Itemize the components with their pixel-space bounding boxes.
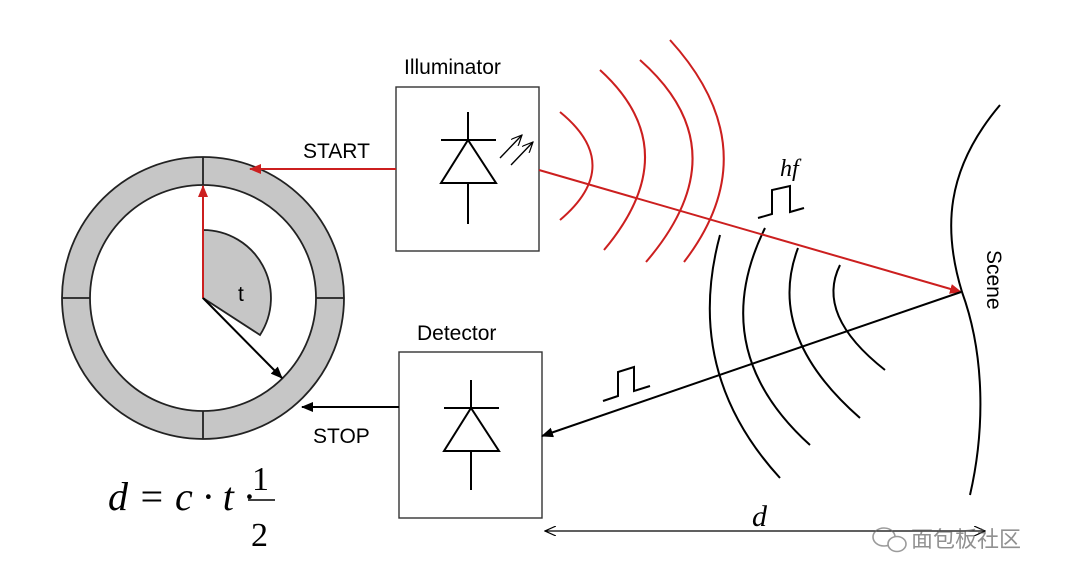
illuminator-label: Illuminator [404,56,501,79]
scene-label: Scene [982,250,1005,310]
time-label: t [238,283,244,306]
photodiode-symbol [442,380,501,490]
reflected-wavefronts [708,227,886,479]
emitted-wavefronts [559,39,725,263]
clock: t [61,156,345,440]
distance-label: d [752,500,768,533]
watermark-text: 面包板社区 [911,528,1021,553]
distance-formula: d = c · t · 1 2 [108,461,275,554]
formula-lhs: d [108,474,129,519]
led-symbol [439,112,533,224]
reflected-pulse [602,365,651,402]
emitted-pulse [757,184,805,219]
wechat-icon [872,527,907,553]
reflected-beam [541,291,962,438]
start-label: START [303,140,370,163]
detector-box [398,351,543,519]
stop-label: STOP [313,425,370,448]
detector: Detector [398,322,543,519]
emitted-beam [538,169,962,294]
watermark: 面包板社区 [872,527,1021,553]
illuminator-box [395,86,540,252]
elapsed-time-sector [202,229,272,337]
formula-denominator: 2 [251,517,268,554]
illuminator: Illuminator [395,56,540,252]
formula-numerator: 1 [252,461,269,498]
photon-energy-label: hf [780,156,802,182]
detector-label: Detector [417,322,496,345]
formula-rhs: = c · t · [138,474,254,519]
scene-surface [950,104,1001,496]
stop-hand [202,297,283,379]
